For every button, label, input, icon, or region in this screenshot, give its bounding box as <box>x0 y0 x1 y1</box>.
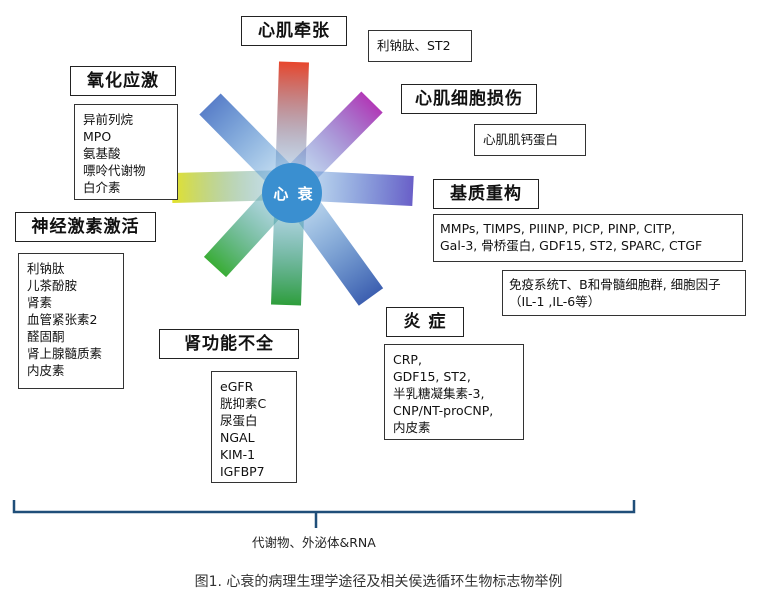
list-item: CNP/NT-proCNP, <box>393 403 494 418</box>
list-item: 利钠肽、ST2 <box>377 38 451 53</box>
list-item: MPO <box>83 129 112 144</box>
list-item: KIM-1 <box>220 447 256 462</box>
list-item: Gal-3, 骨桥蛋白, GDF15, ST2, SPARC, CTGF <box>440 238 703 253</box>
heart-failure-core <box>262 163 322 223</box>
heading-oxidative-stress: 氧化应激 <box>70 66 176 96</box>
list-item: 醛固酮 <box>27 329 65 344</box>
heading-renal-insufficiency: 肾功能不全 <box>159 329 299 359</box>
heading-inflammation: 炎 症 <box>386 307 464 337</box>
list-item: 半乳糖凝集素-3, <box>393 386 485 401</box>
list-item: 白介素 <box>83 180 121 195</box>
heading-myocardial-stretch: 心肌牵张 <box>241 16 347 46</box>
bracket <box>12 500 636 528</box>
list-item: 心肌肌钙蛋白 <box>483 132 559 147</box>
box-remodel-markers: MMPs, TIMPS, PIIINP, PICP, PINP, CITP, G… <box>433 214 743 262</box>
list-item: IGFBP7 <box>220 464 265 479</box>
list-item: （IL-1 ,IL-6等） <box>509 294 601 309</box>
list-item: CRP, <box>393 352 422 367</box>
list-item: 异前列烷 <box>83 112 134 127</box>
box-renal-markers: eGFR 胱抑素C 尿蛋白 NGAL KIM-1 IGFBP7 <box>211 371 297 483</box>
box-neurohormonal-markers: 利钠肽 儿茶酚胺 肾素 血管紧张素2 醛固酮 肾上腺髓质素 内皮素 <box>18 253 124 389</box>
box-immune-markers: 免疫系统T、B和骨髓细胞群, 细胞因子 （IL-1 ,IL-6等） <box>502 270 746 316</box>
heading-neurohormonal-activation: 神经激素激活 <box>15 212 156 242</box>
list-item: 嘌呤代谢物 <box>83 163 146 178</box>
list-item: 内皮素 <box>27 363 65 378</box>
list-item: 血管紧张素2 <box>27 312 98 327</box>
box-stretch-markers: 利钠肽、ST2 <box>368 30 472 62</box>
box-inflammation-markers: CRP, GDF15, ST2, 半乳糖凝集素-3, CNP/NT-proCNP… <box>384 344 524 440</box>
box-oxidative-markers: 异前列烷 MPO 氨基酸 嘌呤代谢物 白介素 <box>74 104 178 200</box>
list-item: 免疫系统T、B和骨髓细胞群, 细胞因子 <box>509 277 721 292</box>
list-item: 胱抑素C <box>220 396 267 411</box>
list-item: 尿蛋白 <box>220 413 258 428</box>
list-item: MMPs, TIMPS, PIIINP, PICP, PINP, CITP, <box>440 221 676 236</box>
bracket-label: 代谢物、外泌体&RNA <box>252 535 376 550</box>
figure-caption: 图1. 心衰的病理生理学途径及相关侯选循环生物标志物举例 <box>194 574 563 590</box>
box-injury-markers: 心肌肌钙蛋白 <box>474 124 586 156</box>
heading-matrix-remodeling: 基质重构 <box>433 179 539 209</box>
list-item: 利钠肽 <box>27 261 65 276</box>
list-item: 儿茶酚胺 <box>27 278 78 293</box>
list-item: 氨基酸 <box>83 146 121 161</box>
list-item: 肾素 <box>27 295 53 310</box>
heading-cardiomyocyte-injury: 心肌细胞损伤 <box>401 84 537 114</box>
center-label: 心 衰 <box>273 185 315 203</box>
list-item: 肾上腺髓质素 <box>27 346 103 361</box>
list-item: 内皮素 <box>393 420 431 435</box>
list-item: NGAL <box>220 430 255 445</box>
list-item: eGFR <box>220 379 254 394</box>
list-item: GDF15, ST2, <box>393 369 471 384</box>
